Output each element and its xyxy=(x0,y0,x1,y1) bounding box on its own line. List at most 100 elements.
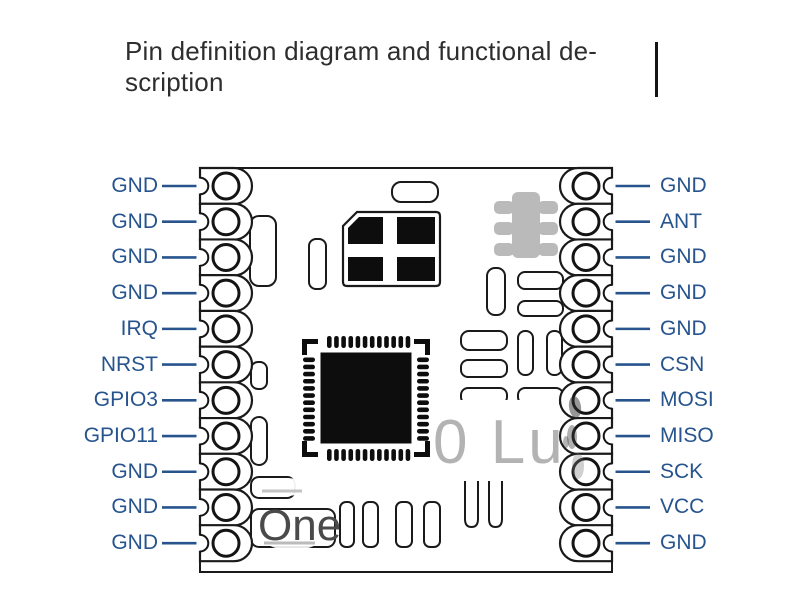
u-shaped-pad xyxy=(488,481,503,529)
castellation-notch-icon xyxy=(602,426,613,446)
component-pad xyxy=(339,501,355,548)
pin-hole-icon xyxy=(211,314,241,344)
castellation-notch-icon xyxy=(199,533,210,553)
sot23-6-gray-icon xyxy=(494,192,558,258)
pin-pad xyxy=(558,452,614,491)
watermark-panel xyxy=(449,400,559,480)
pin-pad xyxy=(558,166,614,206)
castellation-notch-icon xyxy=(199,462,210,482)
pin-label-left-11: GND xyxy=(111,531,158,555)
pin-hole-icon xyxy=(571,171,601,201)
pin-label-right-1: GND xyxy=(660,174,707,197)
castellation-notch-icon xyxy=(602,248,613,267)
castellation-notch-icon xyxy=(199,176,210,196)
castellation-notch-icon xyxy=(602,391,613,410)
pin-hole-icon xyxy=(211,350,241,380)
pin-pad xyxy=(558,274,614,313)
component-pad xyxy=(517,271,564,290)
castellation-notch-icon xyxy=(199,498,210,517)
pin-hole-icon xyxy=(211,457,241,487)
pin-hole-icon xyxy=(211,242,241,272)
crystal-oscillator-icon xyxy=(341,210,442,288)
castellation-notch-icon xyxy=(602,498,613,517)
pin-hole-icon xyxy=(571,278,601,308)
pin-label-right-11: GND xyxy=(660,531,707,555)
pin-pad xyxy=(198,524,254,563)
pin-pad xyxy=(198,238,254,277)
castellation-notch-icon xyxy=(602,533,613,553)
pin-label-right-3: GND xyxy=(660,245,707,269)
castellation-notch-icon xyxy=(602,462,613,482)
pin-hole-icon xyxy=(571,457,601,487)
castellation-notch-icon xyxy=(602,283,613,303)
pin-hole-icon xyxy=(571,492,601,522)
component-pad xyxy=(250,416,268,466)
castellation-notch-icon xyxy=(199,391,210,410)
castellation-notch-icon xyxy=(199,355,210,374)
pin-label-right-8: MISO xyxy=(660,424,714,448)
pin-hole-icon xyxy=(571,207,601,237)
pin-label-right-7: MOSI xyxy=(660,388,714,412)
component-pad xyxy=(391,181,439,203)
page-title: Pin definition diagram and functional de… xyxy=(125,36,670,98)
pin-label-left-5: IRQ xyxy=(120,316,158,340)
component-pad xyxy=(250,361,268,390)
pin-hole-icon xyxy=(571,528,601,558)
component-pad xyxy=(308,238,327,290)
pin-pad xyxy=(198,345,254,384)
component-pad xyxy=(362,501,379,548)
pin-connector-lines xyxy=(162,184,650,545)
castellation-notch-icon xyxy=(602,319,613,339)
pin-hole-icon xyxy=(211,278,241,308)
castellation-notch-icon xyxy=(602,355,613,374)
pin-pad xyxy=(558,345,614,384)
component-pad xyxy=(486,267,506,316)
pin-hole-icon xyxy=(571,350,601,380)
watermark-smudge-bottom-left xyxy=(262,478,318,550)
pin-label-right-2: ANT xyxy=(660,209,702,233)
pin-hole-icon xyxy=(571,421,601,451)
board-components xyxy=(249,181,564,548)
pin-label-left-4: GND xyxy=(111,281,158,305)
pin-label-left-3: GND xyxy=(111,245,158,269)
watermark-text-center: 0 Lu xyxy=(433,408,566,477)
pin-pad xyxy=(198,166,254,206)
page-title-line2: scription xyxy=(125,67,224,97)
pin-pad xyxy=(558,309,614,348)
pin-hole-icon xyxy=(211,492,241,522)
castellation-notch-icon xyxy=(199,319,210,339)
text-cursor-bar xyxy=(655,42,658,97)
castellation-notch-icon xyxy=(602,212,613,232)
page-title-line1: Pin definition diagram and functional de… xyxy=(125,36,598,66)
pin-hole-icon xyxy=(571,314,601,344)
component-pad xyxy=(249,215,277,287)
component-pad xyxy=(460,330,508,351)
component-pad xyxy=(395,501,413,548)
pin-label-left-6: NRST xyxy=(100,352,158,376)
component-pad xyxy=(517,300,564,317)
component-pad xyxy=(546,330,563,376)
pin-pad xyxy=(198,309,254,348)
castellation-notch-icon xyxy=(199,283,210,303)
castellation-notch-icon xyxy=(602,176,613,196)
pin-label-right-5: GND xyxy=(660,316,707,340)
pin-label-left-10: GND xyxy=(111,495,158,519)
pin-hole-icon xyxy=(211,207,241,237)
pin-pad xyxy=(558,202,614,241)
pin-pad xyxy=(558,488,614,527)
pin-pad xyxy=(198,274,254,313)
pin-pad xyxy=(198,488,254,527)
castellation-notch-icon xyxy=(199,212,210,232)
pin-label-left-9: GND xyxy=(111,459,158,483)
castellation-notch-icon xyxy=(199,426,210,446)
pin-pad xyxy=(198,452,254,491)
pin-label-left-7: GPIO3 xyxy=(93,388,158,412)
pin-pad xyxy=(558,381,614,420)
component-pad xyxy=(517,330,534,376)
castellation-notch-icon xyxy=(199,248,210,267)
component-pad xyxy=(460,359,508,378)
pin-hole-icon xyxy=(211,528,241,558)
watermark-smudge-right xyxy=(563,396,584,479)
pin-pad xyxy=(558,238,614,277)
